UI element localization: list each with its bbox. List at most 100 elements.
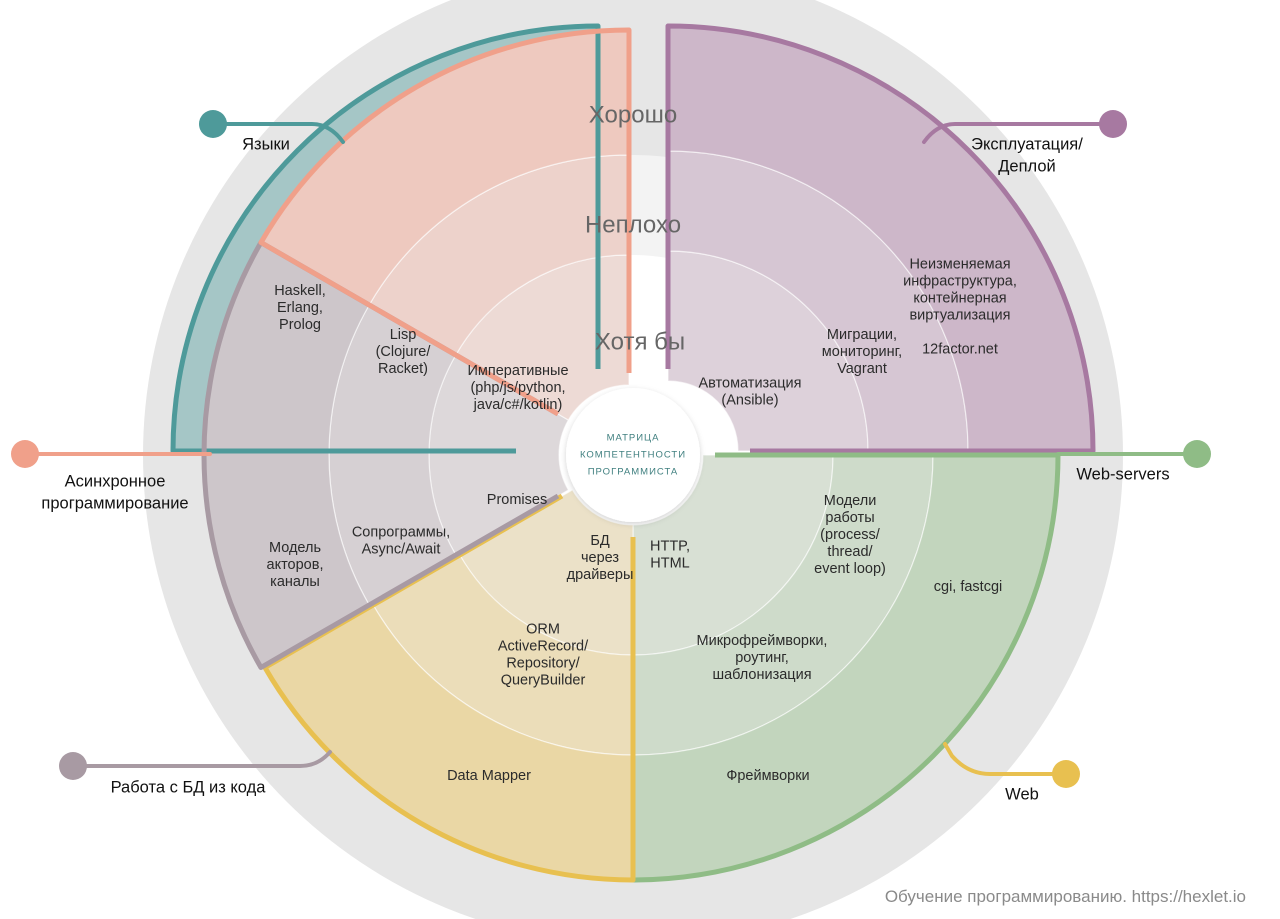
cell-text: шаблонизация (712, 667, 811, 683)
connector-languages (211, 122, 345, 144)
sector-languages-border (170, 23, 601, 454)
category-dot-languages (199, 110, 227, 138)
cell-text: thread/ (827, 544, 873, 560)
cell-text: Императивные (467, 363, 568, 379)
category-label-web-servers: Web-servers (1076, 465, 1169, 483)
sector-ops-border (665, 23, 1096, 454)
cell-text: Data Mapper (447, 768, 531, 784)
cell-text: cgi, fastcgi (934, 579, 1003, 595)
category-label-async: Асинхронное программирование (41, 472, 188, 512)
category-dot-web (1052, 760, 1080, 788)
cell-text: java/c#/kotlin) (473, 397, 563, 413)
category-label-text: Деплой (998, 157, 1056, 175)
cell-text: HTTP, (650, 538, 690, 554)
sector-async-border (258, 27, 632, 417)
cell-text: Микрофреймворки, (697, 633, 828, 649)
category-label-text: Языки (242, 135, 290, 153)
category-label-web: Web (1005, 785, 1039, 803)
category-label-text: Работа с БД из кода (111, 778, 267, 796)
category-label-text: Асинхронное (65, 472, 166, 490)
connector-ops (922, 122, 1115, 144)
category-label-text: Web-servers (1076, 465, 1169, 483)
cell-text: ActiveRecord/ (498, 638, 589, 654)
cell-text: 12factor.net (922, 341, 998, 357)
cell-text: Фреймворки (726, 768, 809, 784)
cell-text: драйверы (567, 567, 634, 583)
cell-text: Async/Await (362, 541, 441, 557)
sector-ops (667, 25, 1094, 452)
level-label-l3: Хорошо (589, 101, 677, 128)
sector-web-border (262, 493, 636, 883)
cell-text: Миграции, (827, 327, 897, 343)
category-label-text: программирование (41, 494, 188, 512)
cell-text: (Clojure/ (376, 344, 432, 360)
cell-text: Prolog (279, 317, 321, 333)
footer-credit: Обучение программированию. https://hexle… (885, 887, 1246, 906)
cell-text: каналы (270, 574, 320, 590)
cell-web-level-2: Микрофреймворки,роутинг,шаблонизация (697, 633, 828, 683)
cell-text: роутинг, (735, 650, 789, 666)
cell-async-level-2: Сопрограммы,Async/Await (352, 524, 450, 557)
hub-title: МАТРИЦА КОМПЕТЕНТНОСТИ ПРОГРАММИСТА (580, 433, 686, 478)
cell-languages-level-3: Haskell,Erlang,Prolog (274, 283, 326, 333)
hub-title-line: КОМПЕТЕНТНОСТИ (580, 450, 686, 461)
cell-ops-level-3: Неизменяемаяинфраструктура,контейнернаяв… (903, 256, 1017, 357)
cell-languages-level-1: Императивные(php/js/python,java/c#/kotli… (467, 363, 568, 413)
level-label-l1: Хотя бы (595, 328, 685, 355)
hub-title-line: ПРОГРАММИСТА (588, 467, 679, 478)
hub-title-line: МАТРИЦА (607, 433, 660, 444)
hub-circle (566, 388, 700, 522)
connector-db (71, 750, 332, 768)
cell-text: работы (825, 510, 874, 526)
cell-text: Promises (487, 492, 547, 508)
cell-text: акторов, (267, 557, 324, 573)
cell-languages-level-2: Lisp(Clojure/Racket) (376, 327, 432, 377)
category-dot-web-servers (1183, 440, 1211, 468)
category-label-text: Эксплуатация/ (971, 135, 1083, 153)
level-label-l2: Неплохо (585, 211, 681, 238)
cell-text: Vagrant (837, 361, 887, 377)
cell-web-level-3: Фреймворки (726, 768, 809, 784)
category-label-db: Работа с БД из кода (111, 778, 267, 796)
cell-text: контейнерная (913, 290, 1006, 306)
cell-text: (process/ (820, 527, 881, 543)
cell-async-level-1: Promises (487, 492, 547, 508)
cell-text: БД (590, 533, 610, 549)
cell-ops-level-1: Автоматизация(Ansible) (698, 375, 801, 408)
cell-text: Модель (269, 540, 321, 556)
cell-text: мониторинг, (822, 344, 902, 360)
cell-text: Erlang, (277, 300, 323, 316)
cell-text: Racket) (378, 361, 428, 377)
cell-text: ORM (526, 621, 560, 637)
cell-text: Сопрограммы, (352, 524, 450, 540)
category-label-text: Web (1005, 785, 1039, 803)
cell-text: Неизменяемая (909, 256, 1010, 272)
cell-text: через (581, 550, 619, 566)
cell-text: Автоматизация (698, 375, 801, 391)
category-label-ops: Эксплуатация/Деплой (971, 135, 1083, 175)
cell-text: виртуализация (909, 307, 1010, 323)
cell-text: Repository/ (506, 655, 580, 671)
connector-web (943, 742, 1068, 776)
cell-db-level-3: Data Mapper (447, 768, 531, 784)
cell-text: QueryBuilder (501, 672, 586, 688)
sector-web-servers (632, 454, 1059, 881)
sector-web-servers-border (630, 452, 1061, 883)
cell-text: (Ansible) (721, 392, 778, 408)
category-dot-async (11, 440, 39, 468)
cell-web-servers-level-3: cgi, fastcgi (934, 579, 1003, 595)
category-dot-ops (1099, 110, 1127, 138)
category-label-languages: Языки (242, 135, 290, 153)
cell-text: инфраструктура, (903, 273, 1017, 289)
cell-text: HTML (650, 555, 689, 571)
cell-web-level-1: HTTP,HTML (650, 538, 690, 571)
cell-text: (php/js/python, (470, 380, 565, 396)
cell-ops-level-2: Миграции,мониторинг,Vagrant (822, 327, 902, 377)
cell-text: event loop) (814, 561, 886, 577)
